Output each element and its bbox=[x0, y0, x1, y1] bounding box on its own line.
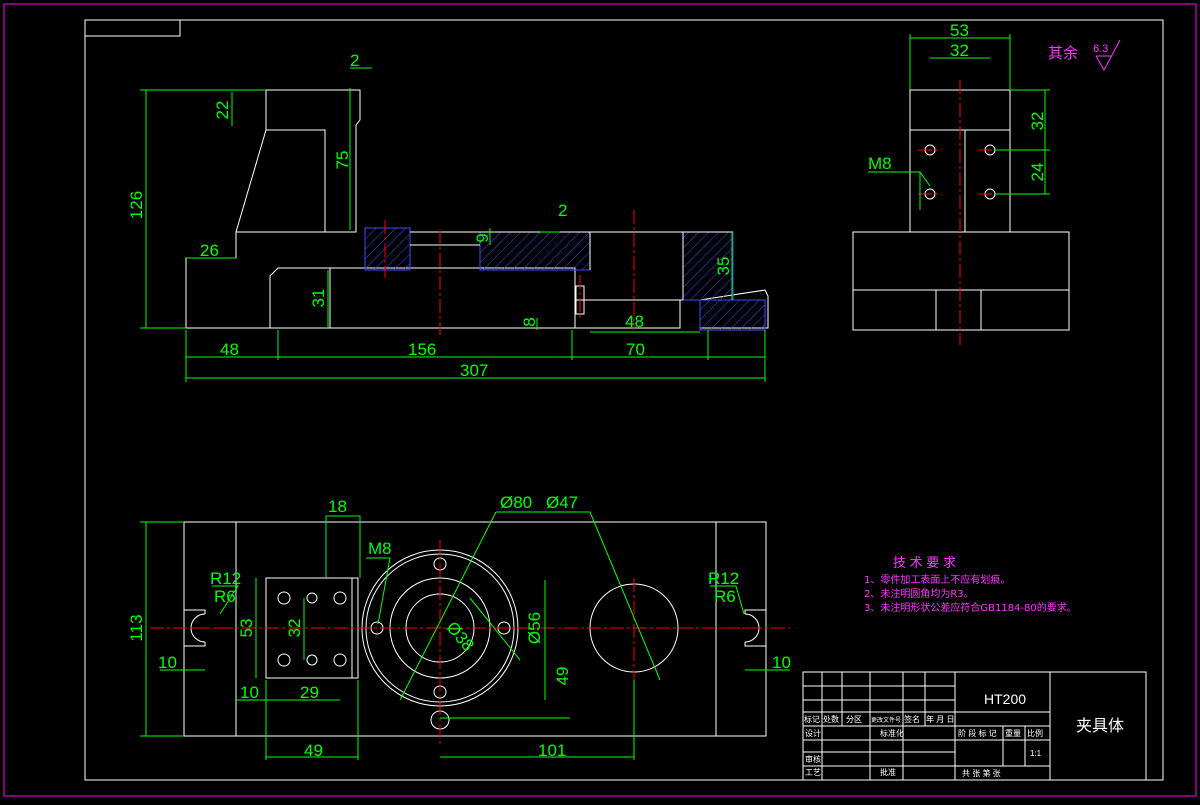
dim-plan-10-right: 10 bbox=[772, 653, 791, 672]
tb-ratio: 比例 bbox=[1027, 728, 1043, 738]
tech-notes: 技 术 要 求 1、零件加工表面上不应有划痕。 2、未注明圆角均为R3。 3、未… bbox=[864, 555, 1077, 614]
title-block-material: HT200 bbox=[984, 691, 1026, 707]
dim-front-9: 9 bbox=[473, 233, 492, 242]
dim-front-22: 22 bbox=[213, 101, 232, 120]
dim-plan-49: 49 bbox=[304, 741, 323, 760]
title-block bbox=[802, 671, 1147, 781]
plan-dim-lines bbox=[140, 511, 790, 760]
dim-plan-56: Ø56 bbox=[525, 612, 544, 644]
outer-border bbox=[3, 3, 1197, 797]
dim-plan-113: 113 bbox=[127, 614, 146, 641]
tb-standardize: 标准化 bbox=[880, 728, 904, 738]
dim-plan-r6-right: R6 bbox=[714, 587, 736, 606]
tb-approve: 批准 bbox=[880, 767, 896, 777]
dim-front-26: 26 bbox=[200, 241, 219, 260]
dim-plan-38: Ø38 bbox=[443, 618, 478, 655]
tb-review: 审核 bbox=[805, 754, 821, 764]
dim-plan-18: 18 bbox=[328, 497, 347, 516]
dim-side-32-vertical: 32 bbox=[1028, 112, 1047, 131]
tb-col-date: 年 月 日 bbox=[926, 714, 954, 724]
title-block-part-name: 夹具体 bbox=[1076, 717, 1124, 735]
tb-weight: 重量 bbox=[1005, 728, 1021, 738]
tb-design: 设计 bbox=[805, 728, 821, 738]
front-centerlines bbox=[384, 210, 635, 335]
dim-front-75: 75 bbox=[333, 151, 352, 170]
dim-front-2-mid: 2 bbox=[558, 201, 567, 220]
dim-plan-m8: M8 bbox=[368, 539, 392, 558]
dim-front-70: 70 bbox=[626, 340, 645, 359]
side-dim-lines bbox=[868, 34, 1050, 210]
dim-plan-29: 29 bbox=[300, 683, 319, 702]
tb-col-sign: 签名 bbox=[904, 714, 920, 724]
dim-front-8: 8 bbox=[520, 317, 539, 326]
dim-front-307: 307 bbox=[460, 361, 488, 380]
dim-plan-80: Ø80 bbox=[500, 493, 532, 512]
tb-sheets: 共 张 第 张 bbox=[962, 768, 1001, 778]
dim-side-m8: M8 bbox=[868, 154, 892, 173]
dim-plan-49-vertical: 49 bbox=[553, 667, 572, 686]
tech-note-2: 2、未注明圆角均为R3。 bbox=[864, 587, 974, 600]
plan-centerlines bbox=[150, 540, 790, 745]
roughness-value: 6.3 bbox=[1093, 43, 1108, 55]
dim-plan-47: Ø47 bbox=[546, 493, 578, 512]
dim-plan-10-left: 10 bbox=[158, 653, 177, 672]
roughness-label: 其余 bbox=[1048, 44, 1078, 62]
dim-side-32: 32 bbox=[950, 41, 969, 60]
side-centerlines bbox=[918, 80, 1002, 345]
dim-front-126: 126 bbox=[127, 191, 146, 219]
dim-front-156: 156 bbox=[408, 340, 436, 359]
dim-plan-r12-right: R12 bbox=[708, 569, 739, 588]
tb-col-count: 处数 bbox=[823, 714, 839, 724]
front-view bbox=[185, 89, 769, 331]
dim-front-48-left: 48 bbox=[220, 340, 239, 359]
tb-col-zone: 分区 bbox=[846, 715, 862, 724]
dim-plan-r12-left: R12 bbox=[210, 569, 241, 588]
tech-note-1: 1、零件加工表面上不应有划痕。 bbox=[864, 573, 1010, 586]
tb-scale: 1:1 bbox=[1030, 749, 1042, 758]
tech-note-3: 3、未注明形状公差应符合GB1184-80的要求。 bbox=[864, 601, 1077, 614]
dim-front-2-top: 2 bbox=[350, 51, 359, 70]
dim-plan-10-bottom: 10 bbox=[240, 683, 259, 702]
dim-front-48-right: 48 bbox=[625, 312, 644, 331]
dim-plan-r6-left: R6 bbox=[214, 587, 236, 606]
dim-plan-53: 53 bbox=[237, 619, 256, 638]
roughness-symbol: 其余 6.3 bbox=[1048, 39, 1121, 72]
dim-front-31: 31 bbox=[309, 289, 328, 308]
dim-side-24: 24 bbox=[1028, 163, 1047, 182]
dim-front-35: 35 bbox=[714, 257, 733, 276]
inner-frame bbox=[84, 19, 1164, 781]
tb-stage: 阶 段 标 记 bbox=[958, 728, 997, 738]
tb-col-mark: 标记 bbox=[804, 714, 820, 724]
dim-plan-101: 101 bbox=[538, 741, 566, 760]
dim-side-53: 53 bbox=[950, 21, 969, 40]
tb-process: 工艺 bbox=[805, 768, 821, 777]
dim-plan-32: 32 bbox=[285, 619, 304, 638]
tech-notes-title: 技 术 要 求 bbox=[893, 555, 956, 570]
front-dim-lines bbox=[140, 67, 766, 382]
tb-col-change-doc: 更改文件号 bbox=[871, 716, 901, 724]
